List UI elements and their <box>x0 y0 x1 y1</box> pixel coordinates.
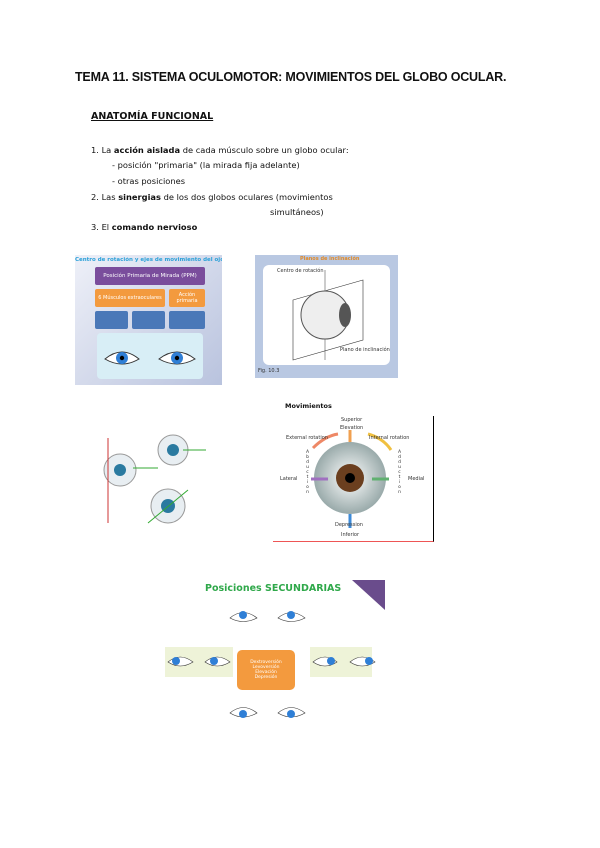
medial-label: Medial <box>408 476 425 482</box>
abduction-label: Abduction <box>305 450 310 495</box>
list-item: 1. La acción aislada de cada músculo sob… <box>91 145 349 155</box>
elevation-label: Elevation <box>340 425 364 431</box>
figure-rotation-center: Centro de rotación y ejes de movimiento … <box>75 255 222 385</box>
levoversion-label: Levoversión <box>252 665 280 670</box>
figure-title: Centro de rotación y ejes de movimiento … <box>75 257 222 263</box>
adduction-label: Adduction <box>397 450 402 495</box>
section-heading: ANATOMÍA FUNCIONAL <box>91 111 214 122</box>
list-item: 2. Las sinergias de los dos globos ocula… <box>91 192 333 202</box>
list-subitem: - posición "primaria" (la mirada fija ad… <box>112 160 300 170</box>
figure-title: Planos de inclinación <box>300 256 360 262</box>
movements-label: Movimientos <box>285 402 332 410</box>
muscles-box: 6 Músculos extraoculares <box>95 289 165 307</box>
center-label: Centro de rotación <box>277 268 324 274</box>
ppm-box: Posición Primaria de Mirada (PPM) <box>95 267 205 285</box>
figure-title: Posiciones SECUNDARIAS <box>205 583 342 594</box>
external-rotation-label: External rotation <box>286 435 328 441</box>
list-item: 3. El comando nervioso <box>91 222 198 232</box>
list-continuation: simultáneos) <box>270 207 324 217</box>
figure-inclination-planes: Planos de inclinación Centro de rotación… <box>255 255 398 378</box>
info-box <box>169 311 205 329</box>
depression-label: Depression <box>335 522 363 528</box>
eyeball-diagram <box>263 265 390 365</box>
figure-caption: Fig. 10.3 <box>258 368 280 374</box>
figure-secondary-positions: Posiciones SECUNDARIAS Dextroversión Lev… <box>165 575 385 735</box>
elevation-label: Elevación <box>255 670 277 675</box>
page-title: TEMA 11. SISTEMA OCULOMOTOR: MOVIMIENTOS… <box>75 70 507 84</box>
eyes-image <box>97 333 203 379</box>
info-box <box>132 311 165 329</box>
info-box <box>95 311 128 329</box>
depression-label: Depresión <box>254 675 278 680</box>
inferior-label: Inferior <box>341 532 360 538</box>
lateral-label: Lateral <box>280 476 298 482</box>
dextroversion-label: Dextroversión <box>250 660 282 665</box>
list-subitem: - otras posiciones <box>112 176 186 186</box>
eye-rotation-diagram <box>103 434 206 524</box>
center-box: Dextroversión Levoversión Elevación Depr… <box>237 650 295 690</box>
action-box: Acción primaria <box>169 289 205 307</box>
superior-label: Superior <box>341 417 363 423</box>
plane-label: Plano de inclinación <box>340 347 390 353</box>
eye-movements-diagram: Superior Elevation External rotation Int… <box>273 416 434 542</box>
internal-rotation-label: Internal rotation <box>369 435 410 441</box>
